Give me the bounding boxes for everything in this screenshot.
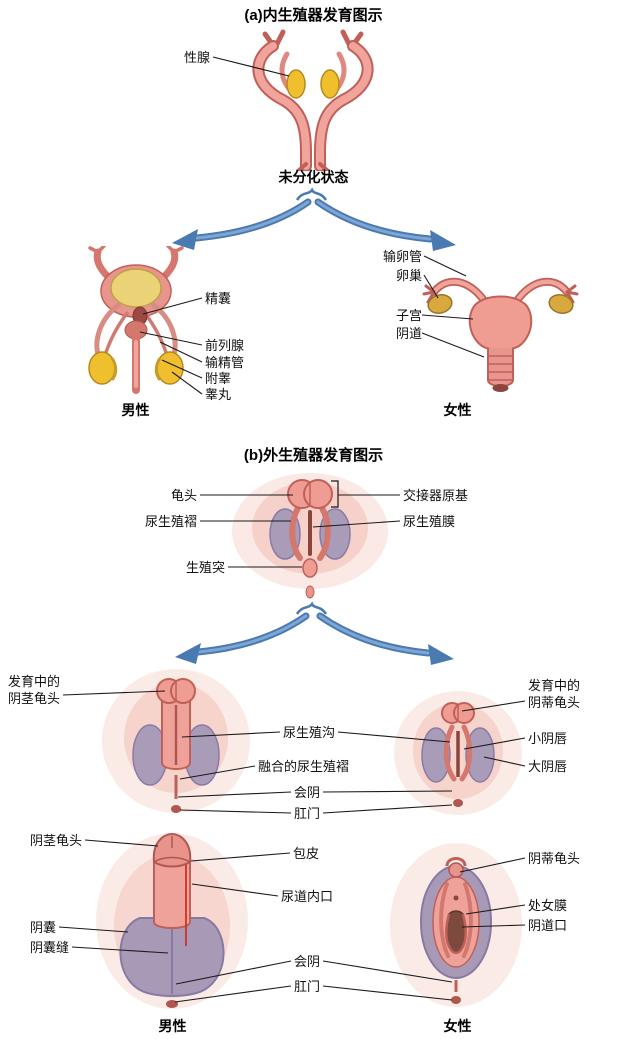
label-glans: 龟头	[170, 488, 197, 503]
illustration-developing-female-external	[394, 691, 522, 815]
penis-shaft-shape	[153, 860, 191, 929]
label-clitoral-glans: 阴蒂龟头	[528, 851, 581, 866]
label-penis-glans: 阴茎龟头	[30, 833, 83, 848]
label-anus-mature: 肛门	[294, 979, 321, 994]
label-epididymis: 附睾	[205, 371, 232, 386]
label-foreskin: 包皮	[293, 846, 320, 861]
label-developing-penis-glans: 发育中的 阴茎龟头	[8, 673, 60, 707]
label-uterus: 子宫	[395, 308, 422, 323]
arrowhead-right	[428, 644, 454, 665]
caption-female-external: 女性	[443, 1018, 472, 1034]
arrowhead-right	[430, 230, 456, 251]
label-prostate: 前列腺	[205, 338, 245, 353]
panel-a-title: (a)内生殖器发育图示	[244, 7, 383, 24]
labia-minora-shape	[462, 882, 473, 958]
label-vagina: 阴道	[395, 326, 422, 341]
label-urethral-opening: 尿道内口	[281, 889, 334, 904]
illustration-undifferentiated-external	[232, 473, 388, 599]
arrowhead-left	[175, 643, 201, 664]
anus-shape	[451, 996, 461, 1004]
label-scrotal-raphe: 阴囊缝	[30, 940, 70, 955]
foreskin-shape	[153, 856, 191, 863]
urogenital-fold-shape	[289, 505, 303, 561]
ovary-shape	[548, 294, 574, 314]
label-urogenital-fold: 尿生殖褶	[144, 514, 197, 529]
clitoral-glans-shape	[448, 862, 464, 878]
anus-shape	[171, 805, 181, 813]
labia-minora-shape	[443, 724, 457, 782]
epididymis-shape	[110, 357, 118, 381]
hymen-shape	[445, 913, 467, 955]
label-urogenital-membrane: 尿生殖膜	[403, 514, 456, 529]
label-testis: 睾丸	[205, 387, 232, 402]
glans-shape	[303, 479, 333, 509]
glans-shape	[170, 678, 196, 704]
label-gonad: 性腺	[183, 50, 210, 65]
illustration-mature-male-external	[96, 832, 248, 1009]
illustration-male-internal	[88, 246, 184, 394]
label-labia-minora: 小阴唇	[528, 731, 568, 746]
uterus-shape	[468, 295, 533, 351]
illustration-mature-female-external	[390, 843, 522, 1007]
label-line1: 发育中的	[8, 674, 61, 689]
bladder-shape	[110, 268, 162, 308]
illustration-developing-male-external	[102, 669, 250, 813]
label-scrotum: 阴囊	[30, 920, 57, 935]
panel-b-title: (b)外生殖器发育图示	[243, 447, 384, 464]
label-perineum-mature: 会阴	[294, 954, 321, 969]
anus-shape	[166, 1000, 178, 1008]
label-perineum-developing: 会阴	[294, 785, 321, 800]
gonad-shape	[286, 69, 306, 99]
anus-shape	[453, 799, 463, 807]
caption-male-internal: 男性	[121, 402, 150, 418]
label-line2: 阴蒂龟头	[528, 695, 581, 710]
labia-minora-shape	[439, 882, 450, 958]
epididymis-shape	[154, 357, 162, 381]
label-labia-majora: 大阴唇	[528, 759, 568, 774]
urogenital-fold-shape	[317, 505, 331, 561]
caption-male-external: 男性	[158, 1018, 187, 1034]
label-line1: 发育中的	[528, 678, 581, 693]
label-undifferentiated-state: 未分化状态	[278, 169, 349, 185]
illustration-female-internal	[422, 277, 579, 392]
label-developing-clitoral-glans: 发育中的 阴蒂龟头	[528, 677, 580, 711]
label-urogenital-groove: 尿生殖沟	[283, 725, 336, 740]
genital-tubercle-shape	[302, 558, 318, 578]
label-ovary: 卵巢	[395, 268, 422, 283]
gonad-shape	[320, 69, 340, 99]
label-copulatory-primordium: 交接器原基	[403, 488, 469, 503]
urethral-opening-shape	[453, 895, 459, 901]
label-vaginal-opening: 阴道口	[528, 918, 568, 933]
clitoral-glans-shape	[453, 702, 475, 724]
label-fallopian-tube: 输卵管	[382, 249, 422, 264]
labia-minora-shape	[459, 724, 473, 782]
label-line2: 阴茎龟头	[8, 691, 61, 706]
label-hymen: 处女膜	[528, 898, 568, 913]
label-genital-tubercle: 生殖突	[185, 560, 225, 575]
label-fused-urogenital-folds: 融合的尿生殖褶	[258, 759, 350, 774]
divergence-arrows-external	[175, 601, 454, 665]
illustration-undifferentiated-internal	[252, 29, 374, 171]
label-vas-deferens: 输精管	[205, 355, 245, 370]
label-seminal-vesicle: 精囊	[205, 291, 232, 306]
label-anus-developing: 肛门	[294, 806, 321, 821]
divergence-arrows-internal	[172, 187, 456, 251]
caption-female-internal: 女性	[443, 402, 472, 418]
